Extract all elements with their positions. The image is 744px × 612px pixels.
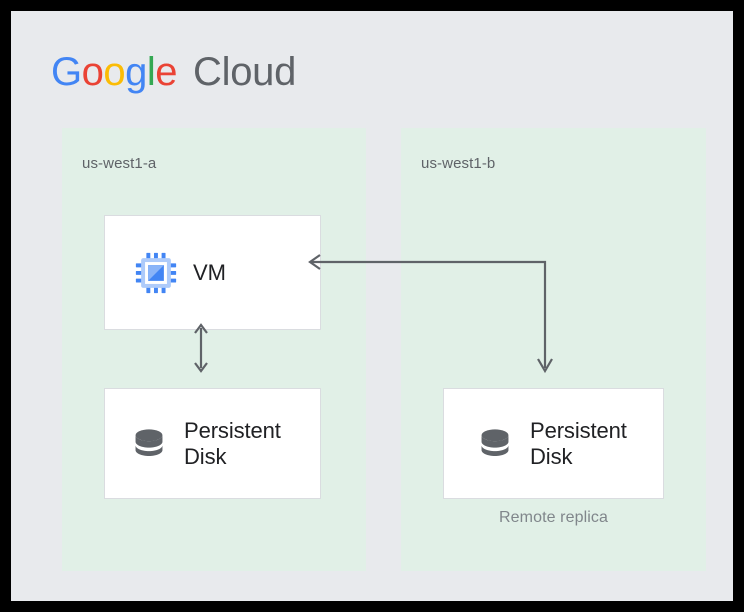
node-label-line1-b: Persistent (530, 417, 627, 443)
node-label-vm: VM (193, 259, 226, 285)
node-label-line2-a: Disk (184, 443, 227, 469)
logo-letter-g-blue: G (51, 50, 82, 94)
database-disk-icon (130, 425, 168, 463)
logo-letter-o-yellow: o (103, 50, 126, 94)
logo-letter-o-red: o (81, 50, 104, 94)
zone-panel-us-west1-a: us-west1-a (62, 128, 366, 571)
node-label-line1-a: Persistent (184, 417, 281, 443)
google-cloud-logo: Google Cloud (51, 49, 296, 95)
zone-panel-us-west1-b: us-west1-b (401, 128, 706, 571)
zone-label-us-west1-b: us-west1-b (421, 155, 496, 172)
google-wordmark: Google (51, 50, 178, 94)
node-label-persistent-disk-a: Persistent Disk (184, 418, 281, 470)
node-card-persistent-disk-b[interactable]: Persistent Disk (443, 388, 664, 499)
cloud-wordmark: Cloud (193, 50, 297, 94)
logo-letter-e-red: e (155, 50, 178, 94)
database-disk-icon (476, 425, 514, 463)
node-label-line2-b: Disk (530, 443, 573, 469)
node-label-persistent-disk-b: Persistent Disk (530, 418, 627, 470)
node-card-persistent-disk-a[interactable]: Persistent Disk (104, 388, 321, 499)
logo-letter-g-blue-2: g (125, 50, 147, 94)
diagram-canvas: Google Cloud us-west1-a us-west1-b (11, 11, 733, 601)
node-card-vm[interactable]: VM (104, 215, 321, 330)
remote-replica-caption: Remote replica (498, 509, 608, 526)
cpu-chip-icon (135, 252, 177, 294)
zone-label-us-west1-a: us-west1-a (82, 155, 157, 172)
logo-letter-l-green: l (146, 50, 156, 94)
